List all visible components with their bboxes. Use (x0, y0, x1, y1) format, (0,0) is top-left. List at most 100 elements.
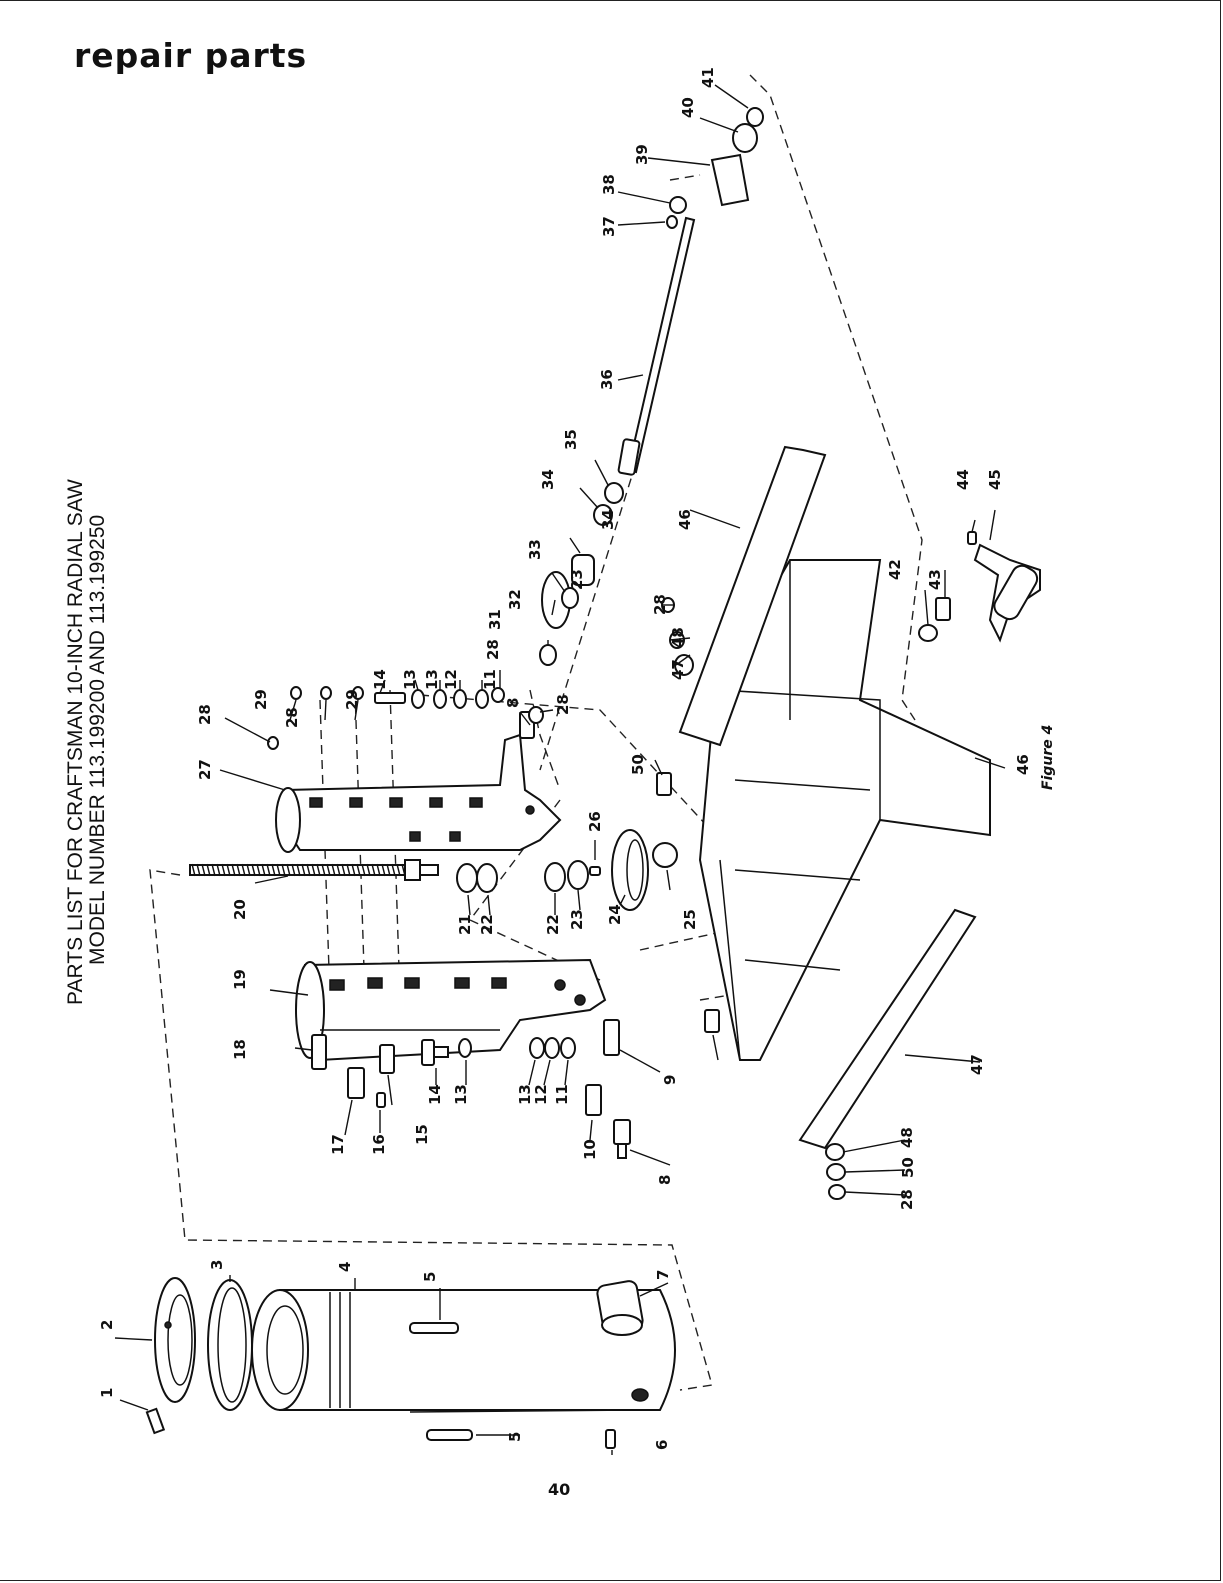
part-28-nut (491, 687, 505, 703)
callout-38: 38 (600, 174, 618, 195)
callout-46: 46 (1014, 754, 1032, 775)
callout-28: 28 (898, 1189, 916, 1210)
callout-8: 8 (656, 1175, 674, 1185)
part-48-washer (826, 1163, 846, 1181)
callout-5: 5 (421, 1272, 439, 1282)
part-39-bracket (710, 153, 750, 207)
part-50-bolt (656, 772, 672, 796)
callout-32: 32 (506, 589, 524, 610)
part-28-nut (267, 736, 279, 750)
callout-27: 27 (196, 759, 214, 780)
callout-13: 13 (423, 669, 441, 690)
callout-45: 45 (986, 469, 1004, 490)
callout-25: 25 (681, 909, 699, 930)
callout-48: 48 (669, 627, 687, 648)
part-22-bearing (544, 862, 566, 892)
part-5-key (426, 1429, 473, 1441)
callout-15: 15 (413, 1124, 431, 1145)
callout-2: 2 (98, 1320, 116, 1330)
part-45-base-frame (698, 559, 991, 1061)
callout-3: 3 (208, 1260, 226, 1270)
callout-40: 40 (679, 97, 697, 118)
callout-28: 28 (484, 639, 502, 660)
part-43-setscrew (967, 531, 977, 545)
callout-22: 22 (478, 914, 496, 935)
callout-7: 7 (654, 1270, 672, 1280)
part-11-nut (475, 689, 489, 709)
part-17-bolt (347, 1067, 365, 1099)
part-47-washer (674, 654, 694, 676)
parts-list-title-line1: PARTS LIST FOR CRAFTSMAN 10-INCH RADIAL … (64, 479, 87, 1005)
callout-26: 26 (586, 811, 604, 832)
callout-16: 16 (370, 1134, 388, 1155)
part-3-ring (207, 1279, 253, 1411)
part-19-column-support (295, 958, 607, 1062)
part-50-bolt (704, 1009, 720, 1033)
callout-11: 11 (481, 669, 499, 690)
part-25-nut (652, 842, 678, 868)
callout-13: 13 (401, 669, 419, 690)
callout-19: 19 (231, 969, 249, 990)
part-28-nut (320, 686, 332, 700)
callout-9: 9 (661, 1075, 679, 1085)
part-11-nut (560, 1037, 576, 1059)
callout-18: 18 (231, 1039, 249, 1060)
part-27-column-support (275, 733, 562, 853)
callout-20: 20 (231, 899, 249, 920)
callout-50: 50 (899, 1157, 917, 1178)
assembly-dashed-line (669, 174, 701, 181)
callout-47: 47 (968, 1054, 986, 1075)
part-13-washer (433, 689, 447, 709)
callout-43: 43 (926, 569, 944, 590)
part-9-bolt (603, 1019, 620, 1056)
leader-lines (114, 84, 1006, 1455)
part-20-elevation-screw (189, 859, 439, 881)
part-24-gear (611, 829, 649, 911)
callout-23: 23 (568, 569, 586, 590)
part-12-nut (453, 689, 467, 709)
part-23-washer (561, 587, 579, 609)
callout-11: 11 (553, 1084, 571, 1105)
callout-28: 28 (196, 704, 214, 725)
part-44-crank-handle (973, 543, 1041, 643)
callout-36: 36 (598, 369, 616, 390)
callout-5: 5 (506, 1432, 524, 1442)
callout-34: 34 (599, 509, 617, 530)
part-29-nut (290, 686, 302, 700)
callout-28: 28 (651, 594, 669, 615)
part-13-washer (529, 1037, 545, 1059)
part-13-washer (411, 689, 425, 709)
part-21-bearing (456, 863, 478, 893)
callout-28: 28 (283, 707, 301, 728)
callout-10: 10 (581, 1139, 599, 1160)
callout-31: 31 (486, 609, 504, 630)
part-15-bolt (379, 1044, 395, 1074)
part-16-pin (376, 1092, 386, 1108)
callout-46: 46 (676, 509, 694, 530)
part-13-washer (458, 1038, 472, 1058)
callout-21: 21 (456, 914, 474, 935)
callout-29: 29 (343, 689, 361, 710)
part-29-nut (352, 686, 364, 700)
part-6-pin (605, 1429, 616, 1449)
part-42-bolt (935, 597, 951, 621)
part-34-washer (593, 504, 613, 526)
part-46-rail (678, 445, 827, 747)
part-34-washer (746, 107, 764, 127)
callout-4: 4 (336, 1262, 354, 1272)
part-2-collar (154, 1277, 196, 1403)
part-28-nut (528, 706, 544, 724)
part-12-nut (544, 1037, 560, 1059)
part-31-washer (539, 644, 557, 666)
part-5-key (409, 1322, 459, 1334)
callout-35: 35 (562, 429, 580, 450)
part-33-bearing (571, 554, 595, 586)
callout-29: 29 (252, 689, 270, 710)
part-23-washer (567, 860, 589, 890)
callout-41: 41 (699, 67, 717, 88)
parts-list-title-line2: MODEL NUMBER 113.199200 AND 113.199250 (86, 515, 109, 965)
part-41-washer (918, 624, 938, 642)
assembly-dashed-line (149, 869, 713, 1391)
part-37-washer (666, 215, 678, 229)
part-10-bolt (585, 1084, 602, 1116)
